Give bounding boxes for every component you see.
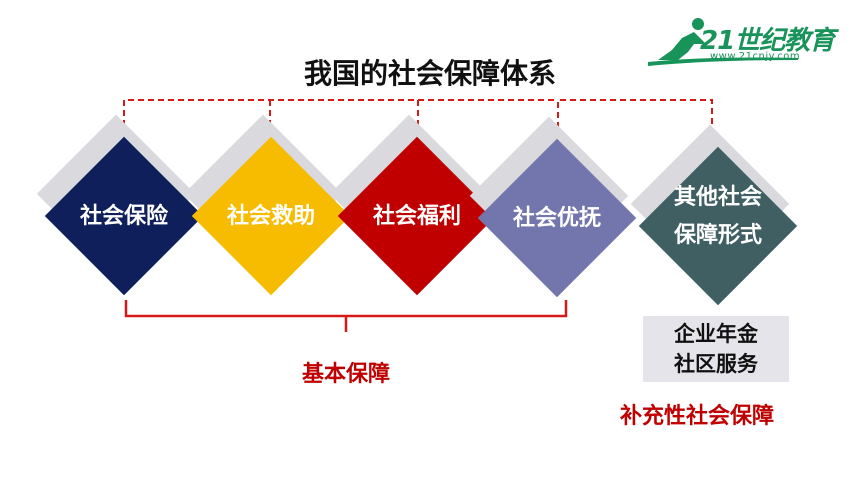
diamond-label: 社会福利 — [372, 203, 461, 229]
diamond-social-welfare: 社会福利 — [329, 114, 497, 296]
supplementary-box: 企业年金 社区服务 — [643, 316, 789, 382]
diamond-label: 社会优抚 — [512, 205, 601, 231]
logo-runner-icon — [648, 18, 798, 66]
diamond-label: 社会救助 — [226, 203, 315, 229]
basic-security-label: 基本保障 — [302, 361, 391, 387]
diamond-social-preferential: 社会优抚 — [469, 116, 637, 298]
diamond-label-line1: 其他社会 — [673, 184, 762, 210]
supplementary-item-community: 社区服务 — [674, 351, 758, 376]
supplementary-item-pension: 企业年金 — [674, 321, 758, 346]
diamond-social-assistance: 社会救助 — [183, 114, 351, 296]
diamond-label: 社会保险 — [79, 203, 168, 229]
logo-url: www.21cnjy.com — [710, 51, 801, 62]
diamond-other-security: 其他社会 保障形式 — [630, 124, 798, 306]
top-connector-right — [557, 99, 713, 138]
diagram-title: 我国的社会保障体系 — [303, 57, 556, 90]
supplementary-label: 补充性社会保障 — [620, 403, 775, 429]
basic-bracket — [124, 300, 568, 332]
logo-text: 21世纪教育 — [700, 26, 835, 56]
diamond-label-line2: 保障形式 — [673, 222, 762, 248]
diamond-social-insurance: 社会保险 — [36, 114, 204, 296]
